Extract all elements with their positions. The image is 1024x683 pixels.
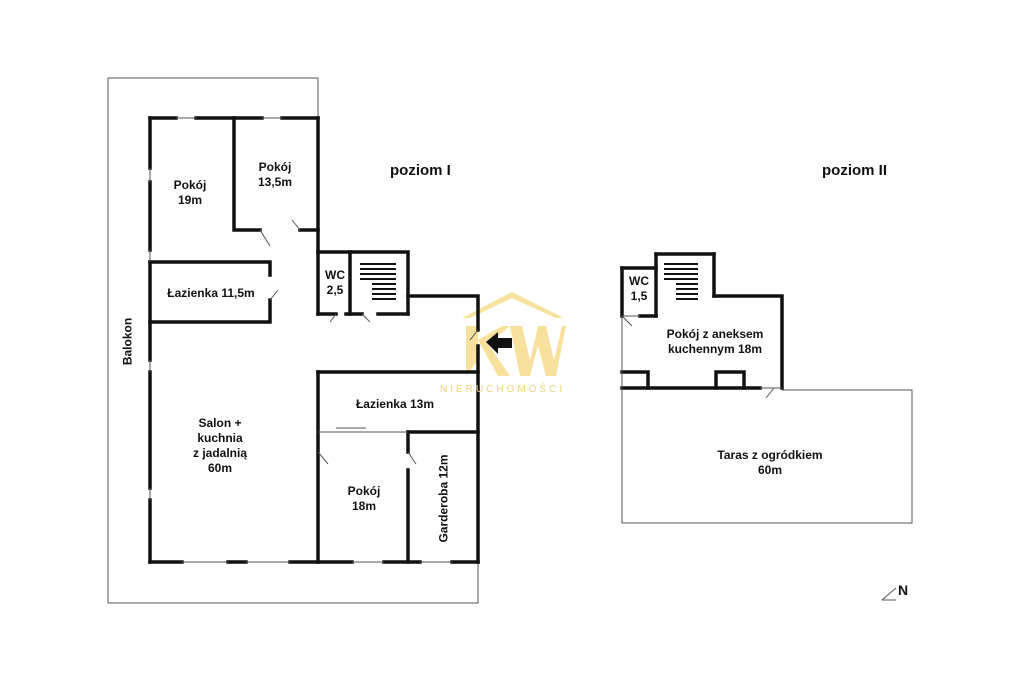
room-name: Łazienka 13m xyxy=(355,397,435,411)
room-name: Salon + xyxy=(198,416,242,430)
level1-walls xyxy=(148,116,480,564)
room-name: WC xyxy=(325,268,345,282)
room-salon: Salon + kuchnia z jadalnią 60m xyxy=(180,416,260,476)
room-name: Taras z ogródkiem xyxy=(717,448,823,462)
room-pokoj-aneks: Pokój z aneksem kuchennym 18m xyxy=(655,327,775,357)
room-name-line3: z jadalnią xyxy=(192,446,248,460)
room-area: kuchennym 18m xyxy=(667,342,763,356)
room-area: 13,5m xyxy=(257,175,293,189)
room-taras: Taras z ogródkiem 60m xyxy=(700,448,840,478)
compass-icon xyxy=(881,587,897,601)
room-name: WC xyxy=(629,274,649,288)
room-area: 60m xyxy=(207,461,233,475)
room-area: 60m xyxy=(757,463,783,477)
level2-walls xyxy=(620,252,784,390)
watermark-text: NIERUCHOMOŚCI xyxy=(440,384,566,395)
room-area: 18m xyxy=(351,499,377,513)
level-1-title: poziom I xyxy=(390,162,451,179)
balcony-label: Balokon xyxy=(120,317,135,366)
room-area: 2,5 xyxy=(326,283,344,297)
room-name: Łazienka 11,5m xyxy=(167,286,255,300)
room-pokoj-13-5: Pokój 13,5m xyxy=(245,160,305,190)
watermark-logo xyxy=(462,292,566,376)
room-area: 19m xyxy=(177,193,203,207)
room-lazienka-11-5: Łazienka 11,5m xyxy=(152,286,270,301)
room-pokoj-18: Pokój 18m xyxy=(334,484,394,514)
room-name: Pokój xyxy=(173,178,207,192)
entrance-arrow-icon xyxy=(486,332,512,354)
level-2-title: poziom II xyxy=(822,162,887,179)
room-wc-2-5: WC 2,5 xyxy=(320,268,350,298)
balcony-outline-line xyxy=(107,77,479,604)
level1-thin-walls xyxy=(149,117,479,563)
room-pokoj-19: Pokój 19m xyxy=(160,178,220,208)
room-name: Pokój xyxy=(258,160,292,174)
stairs-level2 xyxy=(664,263,698,300)
room-lazienka-13: Łazienka 13m xyxy=(330,397,460,412)
room-garderoba: Garderoba 12m xyxy=(436,454,451,543)
compass-north-label: N xyxy=(898,582,909,598)
room-area: 1,5 xyxy=(630,289,648,303)
room-name: Pokój z aneksem xyxy=(666,327,764,341)
stairs-level1 xyxy=(360,263,396,300)
room-wc-1-5: WC 1,5 xyxy=(624,274,654,304)
room-name-line2: kuchnia xyxy=(197,431,243,445)
level2-thin-walls xyxy=(621,315,913,524)
room-name: Pokój xyxy=(347,484,381,498)
balcony-outline xyxy=(108,78,318,86)
